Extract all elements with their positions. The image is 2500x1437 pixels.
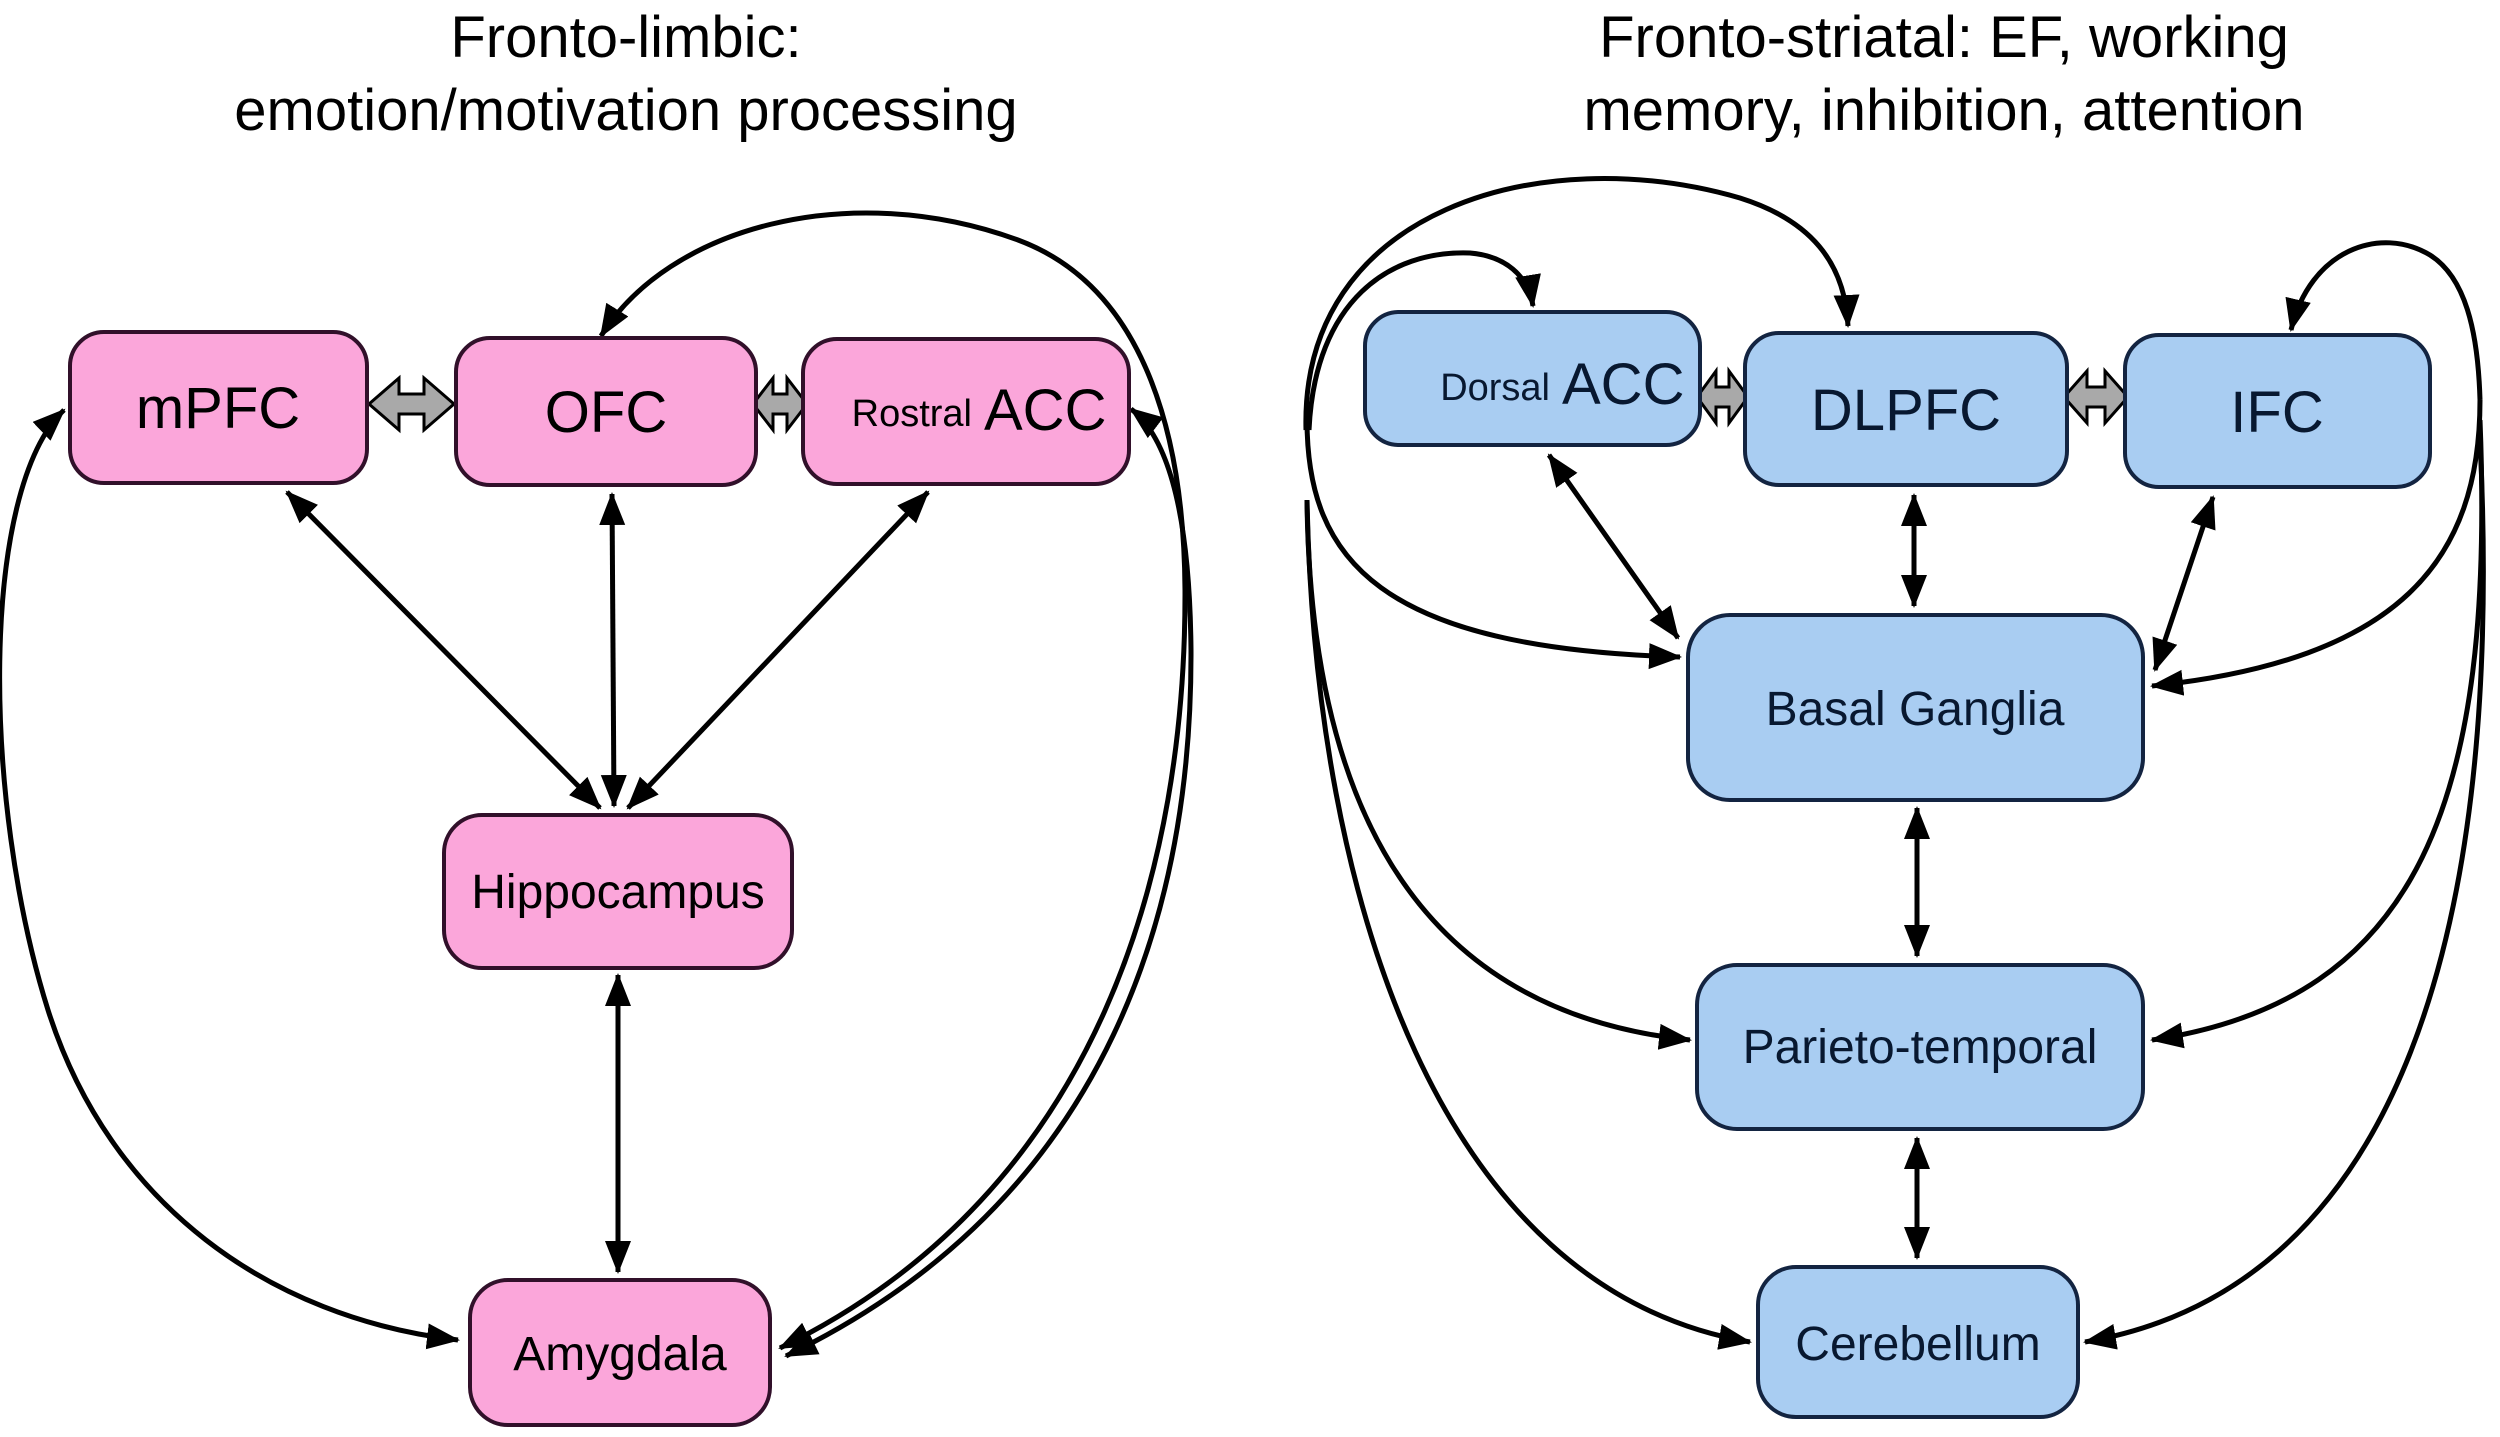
edge-rostralacc-amygdala-right-loop — [784, 407, 1194, 1359]
edge-rostralacc-hippocampus — [626, 490, 930, 810]
node-parieto-temporal: Parieto-temporal — [1695, 963, 2145, 1131]
connector-ofc-rostralacc — [751, 373, 809, 435]
dorsal-acc-label: ACC — [1562, 352, 1684, 417]
node-basal-ganglia: Basal Ganglia — [1686, 613, 2145, 802]
node-dorsal-acc: Dorsal ACC — [1363, 310, 1702, 447]
amygdala-label: Amygdala — [513, 1328, 727, 1381]
edge-leftloop-basalganglia — [1304, 419, 1682, 670]
connector-dorsalacc-dlpfc — [1695, 366, 1750, 428]
ifc-box — [2123, 333, 2432, 489]
edge-mpfc-amygdala-left-loop — [0, 408, 460, 1350]
node-ifc: IFC — [2123, 333, 2432, 489]
dorsal-acc-prefix: Dorsal — [1440, 367, 1550, 409]
node-mpfc: mPFC — [68, 330, 369, 485]
parieto-temporal-label: Parieto-temporal — [1743, 1021, 2098, 1074]
mpfc-box — [68, 330, 369, 485]
rostral-acc-label: ACC — [984, 378, 1106, 443]
right-panel-title-line1: Fronto-striatal: EF, working — [1599, 5, 2289, 70]
ofc-box — [454, 336, 758, 487]
right-panel-title-line2: memory, inhibition, attention — [1583, 78, 2304, 143]
dlpfc-label: DLPFC — [1811, 378, 2001, 443]
edge-rightloop-parietotemporal — [2150, 419, 2485, 1049]
edge-dorsalacc-basalganglia — [1546, 453, 1681, 640]
parieto-temporal-box — [1695, 963, 2145, 1131]
edge-leftloop-cerebellum — [1304, 499, 1752, 1350]
left-panel-title-line2: emotion/motivation processing — [234, 78, 1017, 143]
left-panel-title-line1: Fronto-limbic: — [450, 5, 801, 70]
node-hippocampus: Hippocampus — [442, 813, 794, 970]
edge-ifc-basalganglia — [2152, 495, 2216, 672]
ifc-label: IFC — [2230, 380, 2323, 445]
dlpfc-box — [1743, 331, 2069, 487]
edge-rightloop-cerebellum — [2083, 439, 2486, 1350]
dorsal-acc-box — [1363, 310, 1702, 447]
node-ofc: OFC — [454, 336, 758, 487]
amygdala-box — [468, 1278, 772, 1427]
edge-mpfc-hippocampus — [285, 490, 602, 810]
hippocampus-box — [442, 813, 794, 970]
fronto-striatal-panel: Fronto-striatal: EF, working memory, inh… — [1303, 5, 2486, 1419]
cerebellum-label: Cerebellum — [1795, 1318, 2040, 1371]
ofc-label: OFC — [545, 380, 667, 445]
node-dlpfc: DLPFC — [1743, 331, 2069, 487]
basal-ganglia-label: Basal Ganglia — [1766, 683, 2065, 736]
rostral-acc-box — [801, 337, 1131, 486]
node-cerebellum: Cerebellum — [1756, 1265, 2080, 1419]
edge-ofc-hippocampus — [599, 492, 627, 808]
edge-leftloop-dlpfc — [1303, 176, 1860, 431]
connector-dlpfc-ifc — [2061, 367, 2131, 427]
basal-ganglia-box — [1686, 613, 2145, 802]
edge-leftloop-dorsalacc — [1306, 250, 1541, 431]
edge-ifc-rightloop — [2285, 240, 2483, 401]
fronto-limbic-panel: Fronto-limbic: emotion/motivation proces… — [0, 5, 1194, 1427]
rostral-acc-prefix: Rostral — [852, 393, 972, 435]
mpfc-label: mPFC — [136, 376, 300, 441]
connector-mpfc-ofc — [366, 374, 457, 434]
cerebellum-box — [1756, 1265, 2080, 1419]
node-amygdala: Amygdala — [468, 1278, 772, 1427]
edge-leftloop-parietotemporal — [1304, 499, 1692, 1050]
node-rostral-acc: Rostral ACC — [801, 337, 1131, 486]
edge-rightloop-basalganglia — [2150, 399, 2483, 696]
hippocampus-label: Hippocampus — [471, 866, 764, 919]
